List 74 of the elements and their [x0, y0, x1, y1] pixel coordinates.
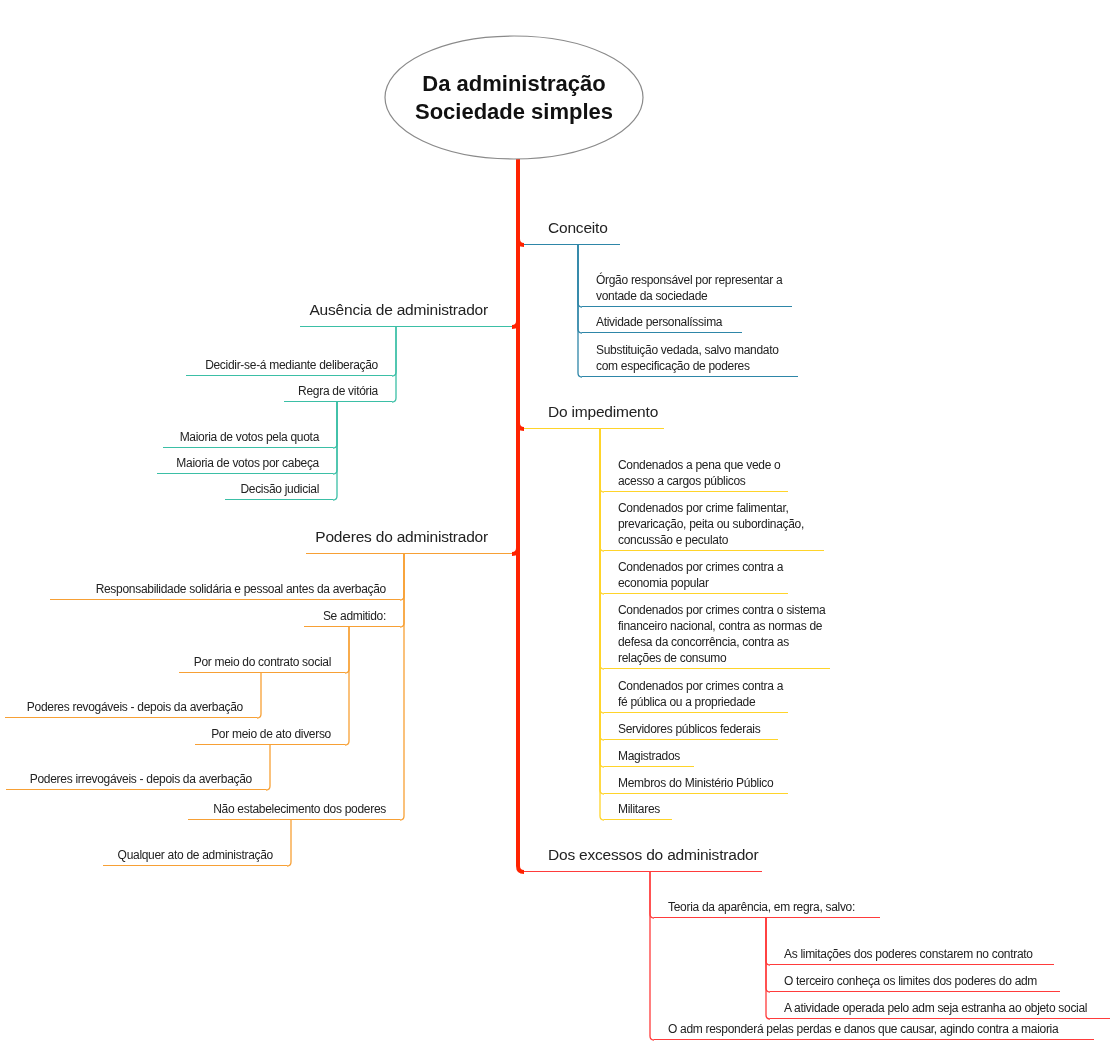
subtopic	[770, 973, 1060, 992]
connector-line	[399, 553, 405, 821]
subtopic	[284, 383, 392, 402]
connector-line	[332, 401, 338, 501]
subtopic	[604, 775, 788, 794]
subtopic	[103, 847, 287, 866]
topic-text: Por meio do contrato social	[192, 654, 332, 671]
topic-text: A atividade operada pelo adm seja estranha ao objeto social	[783, 1000, 1089, 1017]
subtopic	[604, 721, 778, 740]
subtopic	[582, 314, 742, 333]
connector-line	[391, 326, 397, 403]
topic-text: O terceiro conheça os limites dos poderes do adm	[783, 973, 1039, 990]
topic-text: Órgão responsável por representar a vontade da sociedade	[595, 272, 784, 305]
subtopic	[582, 272, 792, 307]
topic-text: Ausência de administrador	[308, 300, 489, 320]
subtopic	[654, 1021, 1094, 1040]
topic-text: Dos excessos do administrador	[547, 845, 760, 865]
topic-text: Substituição vedada, salvo mandato com especificação de poderes	[595, 342, 780, 375]
connector-line	[256, 672, 262, 719]
topic-text: Poderes irrevogáveis - depois da averbação	[28, 771, 253, 788]
connector-line	[577, 244, 583, 378]
subtopic	[186, 357, 392, 376]
topic-text: Qualquer ato de administração	[116, 847, 274, 864]
connector-line	[265, 744, 271, 791]
subtopic	[604, 801, 672, 820]
subtopic	[225, 481, 333, 500]
topic-text: Decisão judicial	[239, 481, 320, 498]
connector-line	[286, 819, 292, 867]
subtopic	[6, 771, 266, 790]
topic-text: Conceito	[547, 218, 609, 238]
topic-text: Responsabilidade solidária e pessoal antes da averbação	[94, 581, 387, 598]
topic-ellipse	[384, 35, 644, 160]
topic-text: Atividade personalíssima	[595, 314, 724, 331]
subtopic	[582, 342, 798, 377]
topic-text: Poderes revogáveis - depois da averbação	[25, 699, 244, 716]
topic-text: O adm responderá pelas perdas e danos que causar, agindo contra a maioria	[667, 1021, 1060, 1038]
topic-text: Condenados por crimes contra a economia popular	[617, 559, 785, 592]
topic-text: Teoria da aparência, em regra, salvo:	[667, 899, 856, 916]
subtopic	[604, 748, 694, 767]
subtopic	[157, 455, 333, 474]
subtopic	[770, 1000, 1110, 1019]
subtopic	[50, 581, 400, 600]
topic-text: Regra de vitória	[297, 383, 379, 400]
topic-text: Condenados por crime falimentar, prevaricação, peita ou subordinação, concussão e peculato	[617, 500, 805, 549]
subtopic	[304, 608, 400, 627]
subtopic	[604, 457, 788, 492]
subtopic	[5, 699, 257, 718]
topic-text: Da administração Sociedade simples	[414, 69, 614, 126]
connector-line	[649, 871, 655, 1041]
topic-text: Decidir-se-á mediante deliberação	[204, 357, 379, 374]
topic-text: Membros do Ministério Público	[617, 775, 775, 792]
topic-text: Magistrados	[617, 748, 682, 765]
subtopic	[188, 801, 400, 820]
topic-text: Se admitido:	[321, 608, 387, 625]
topic-text: Por meio de ato diverso	[210, 726, 332, 743]
topic-text: Maioria de votos por cabeça	[175, 455, 320, 472]
topic-text: Condenados a pena que vede o acesso a cargos públicos	[617, 457, 782, 490]
topic-text: Maioria de votos pela quota	[178, 429, 321, 446]
topic-text: Condenados por crimes contra a fé pública ou a propriedade	[617, 678, 785, 711]
connector-line	[344, 626, 350, 746]
topic-text: As limitações dos poderes constarem no contrato	[783, 946, 1034, 963]
subtopic	[179, 654, 345, 673]
topic-text: Militares	[617, 801, 661, 818]
topic-text: Poderes do administrador	[314, 527, 489, 547]
topic-text: Não estabelecimento dos poderes	[212, 801, 387, 818]
subtopic	[163, 429, 333, 448]
topic-text: Servidores públicos federais	[617, 721, 762, 738]
subtopic	[195, 726, 345, 745]
topic-text: Condenados por crimes contra o sistema financeiro nacional, contra as normas de defesa da concorrência, contra as relações de consumo	[617, 602, 827, 667]
subtopic	[770, 946, 1054, 965]
subtopic	[654, 899, 880, 918]
topic-text: Do impedimento	[547, 402, 660, 422]
subtopic	[604, 500, 824, 551]
connector-line	[765, 917, 771, 1020]
